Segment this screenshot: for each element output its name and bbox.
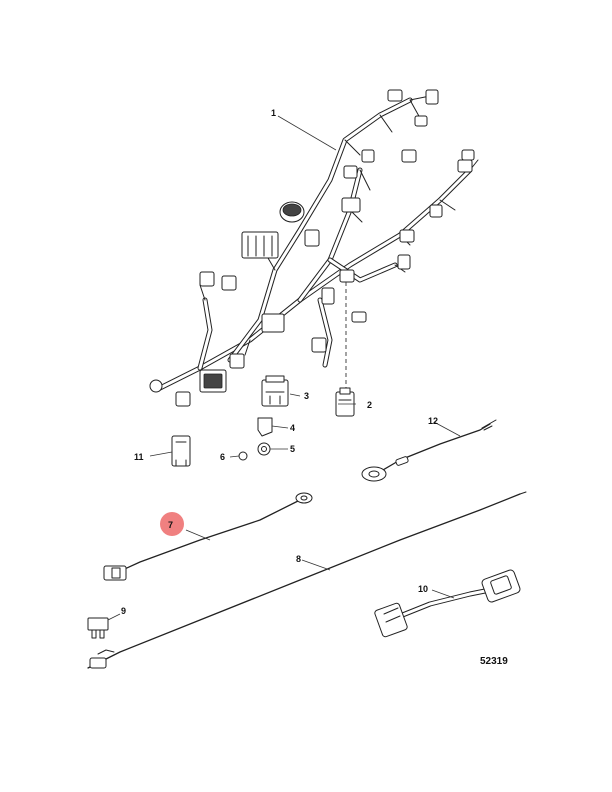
clip-4: [257, 417, 273, 437]
highlight-marker: [160, 512, 184, 536]
callout-10: 10: [418, 584, 428, 594]
callout-4: 4: [290, 423, 295, 433]
extension-harness-8: [87, 491, 527, 669]
callout-2: 2: [367, 400, 372, 410]
connector-2: [335, 387, 355, 417]
callout-9: 9: [121, 606, 126, 616]
plug-6: [238, 451, 248, 461]
leader-lines: [107, 115, 461, 621]
fuse-9: [87, 617, 109, 639]
callout-12: 12: [428, 416, 438, 426]
fuse-holder-harness-7: [103, 492, 313, 581]
grommet-5: [257, 442, 271, 456]
adapter-harness-10: [374, 569, 521, 638]
callout-3: 3: [304, 391, 309, 401]
ground-wire-12: [361, 419, 497, 482]
connector-11: [171, 435, 191, 467]
figure-number: 52319: [480, 656, 508, 667]
callout-6: 6: [220, 452, 225, 462]
callout-1: 1: [271, 108, 276, 118]
relay-connector-3: [261, 375, 289, 407]
callout-7: 7: [168, 520, 173, 530]
callout-11: 11: [134, 452, 144, 462]
main-engine-harness: [149, 89, 479, 407]
callout-8: 8: [296, 554, 301, 564]
callout-5: 5: [290, 444, 295, 454]
